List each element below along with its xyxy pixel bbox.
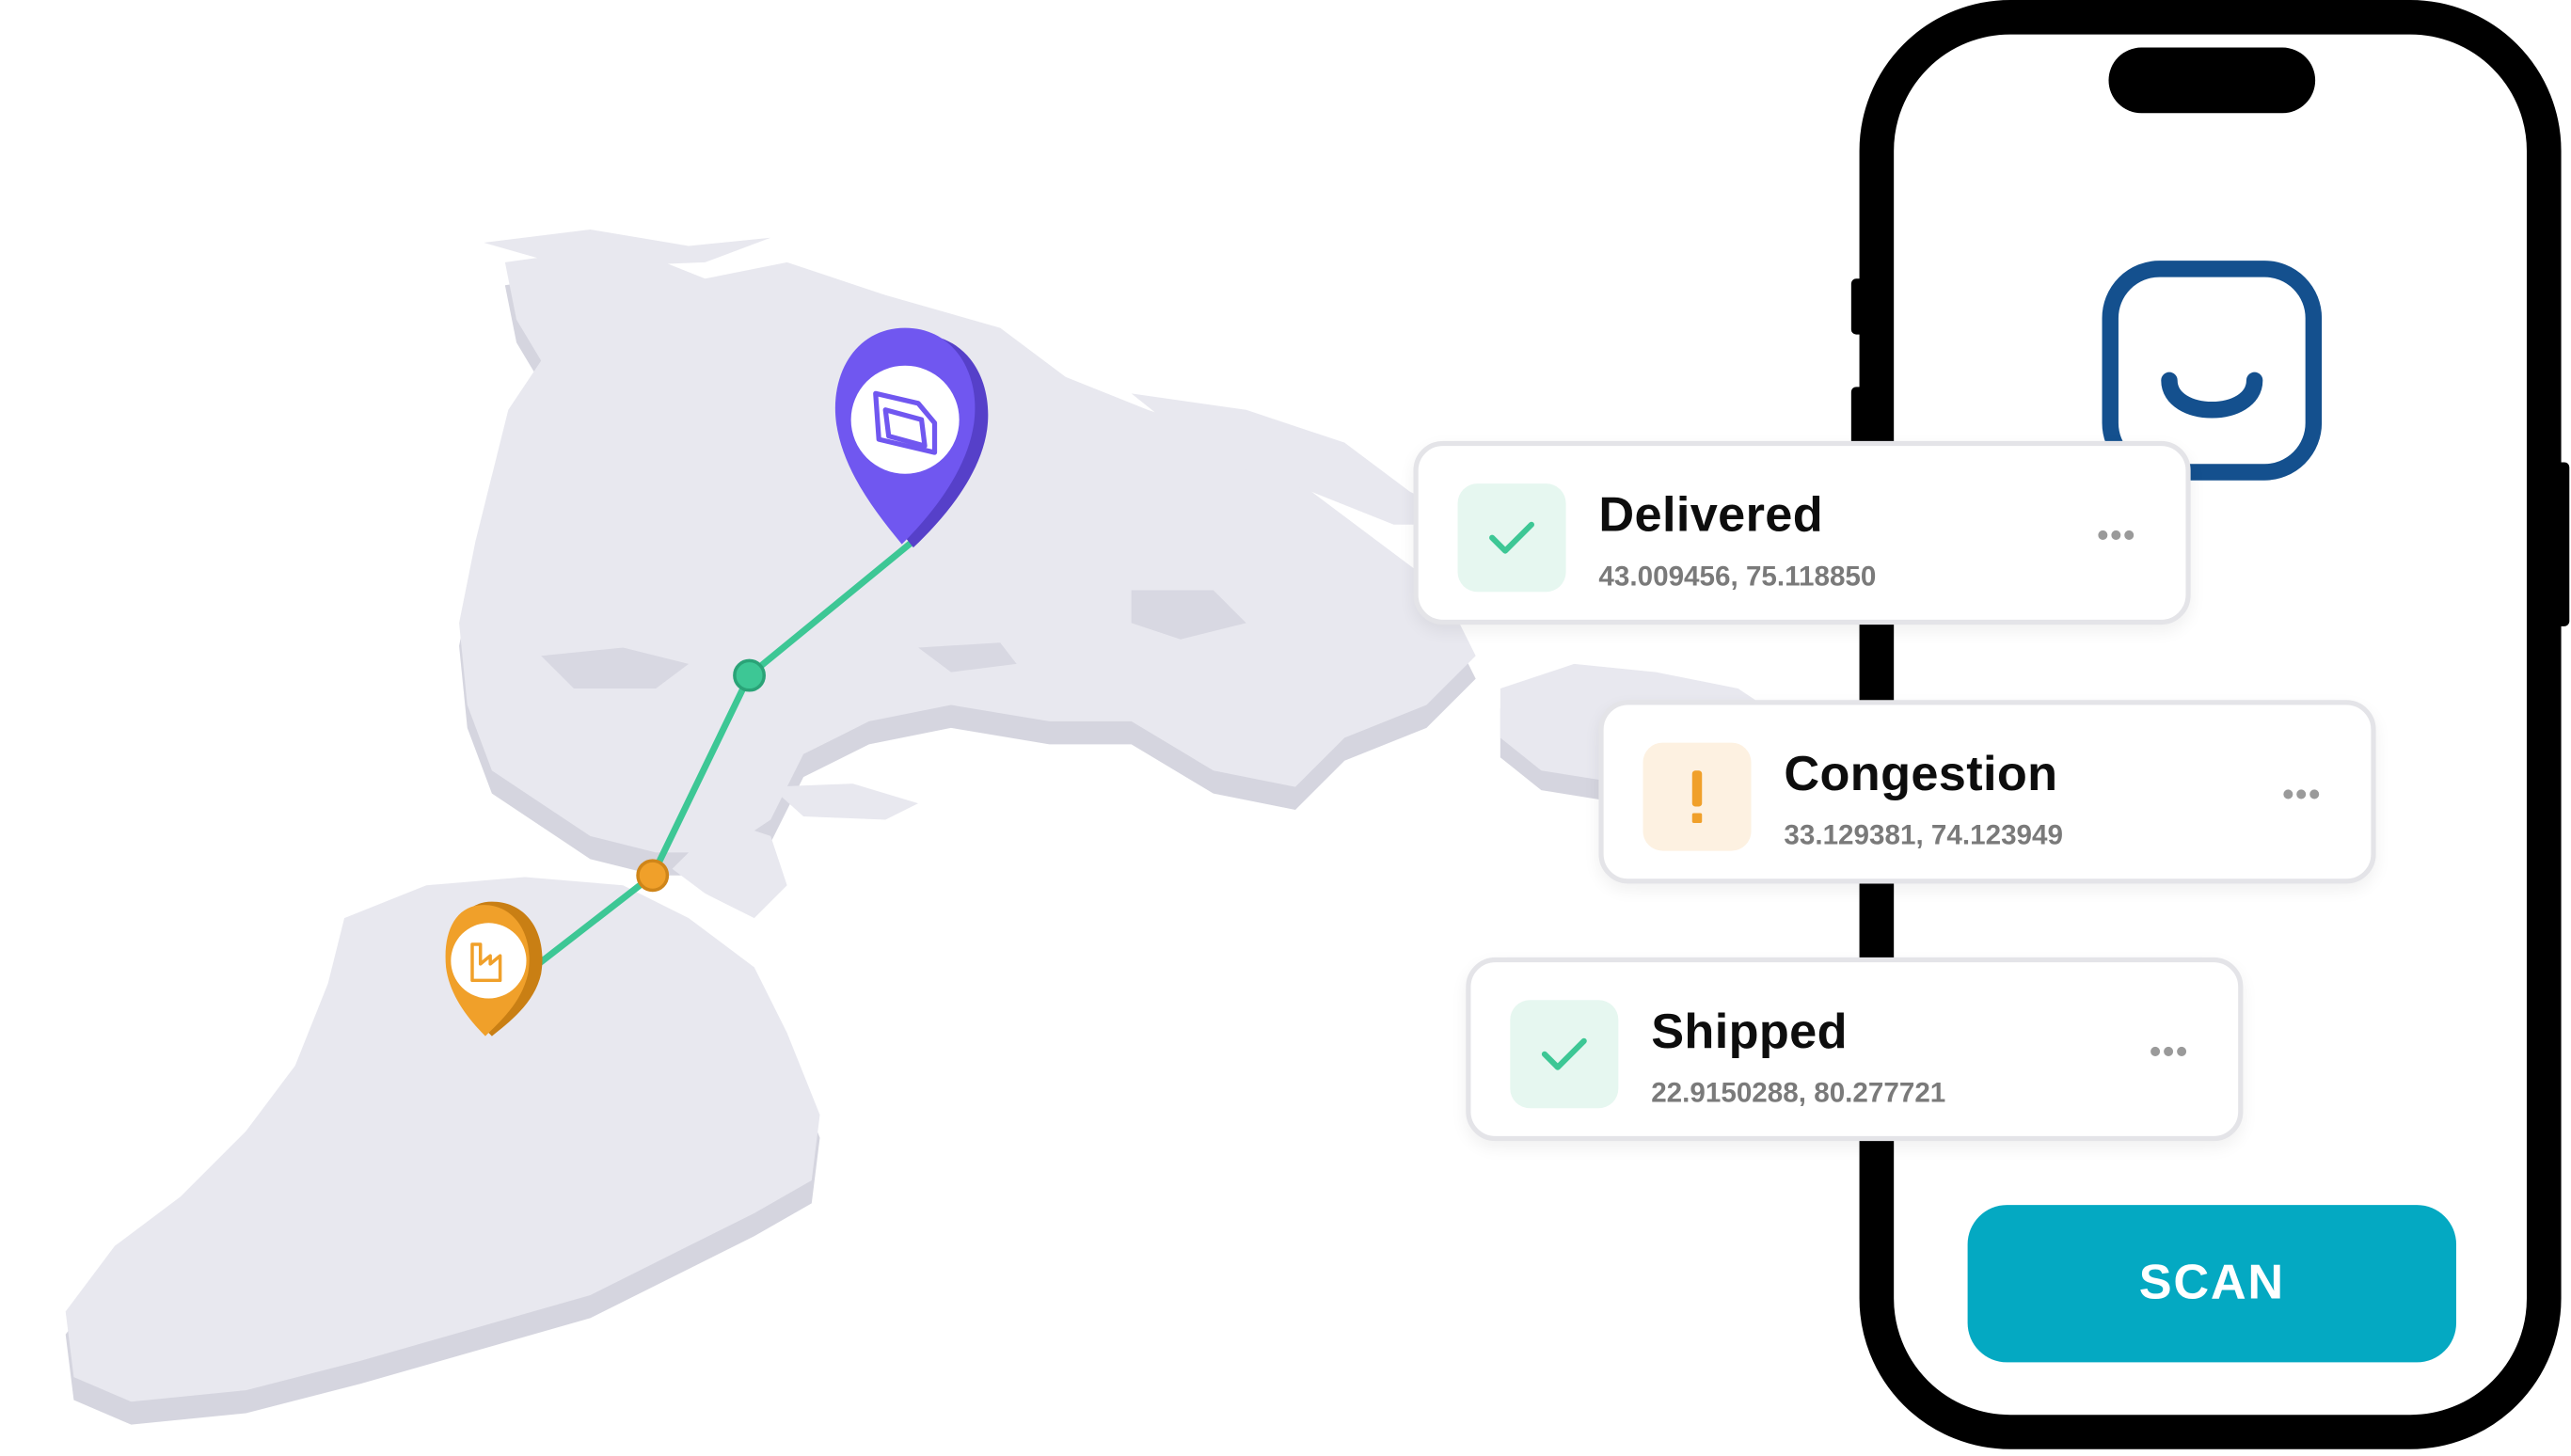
status-coordinates: 33.129381, 74.123949 [1784,819,2063,851]
factory-icon [470,942,502,983]
green-waypoint[interactable] [733,658,766,692]
shipment-route [488,537,917,1004]
status-title: Congestion [1784,747,2058,802]
check-icon [1510,1000,1619,1109]
orange-waypoint[interactable] [636,859,670,893]
phone-notch [2108,47,2316,114]
map-lakes [541,590,1246,689]
status-coordinates: 22.9150288, 80.277721 [1651,1077,1946,1109]
more-options-icon[interactable]: ••• [2282,777,2323,814]
warehouse-pin[interactable] [834,327,989,548]
more-options-icon[interactable]: ••• [2150,1034,2189,1071]
warehouse-icon [873,390,938,455]
status-coordinates: 43.009456, 75.118850 [1598,561,1877,593]
factory-pin[interactable] [445,901,543,1037]
status-card-congestion[interactable]: Congestion 33.129381, 74.123949 ••• [1598,700,2376,884]
smile-logo-icon [2102,261,2323,481]
status-card-delivered[interactable]: Delivered 43.009456, 75.118850 ••• [1413,440,2191,625]
check-icon [1457,483,1566,593]
status-title: Delivered [1598,488,1823,543]
status-card-shipped[interactable]: Shipped 22.9150288, 80.277721 ••• [1466,957,2244,1142]
exclamation-icon [1643,742,1752,851]
more-options-icon[interactable]: ••• [2097,517,2137,555]
map-land [65,229,1787,1402]
status-title: Shipped [1651,1005,1848,1059]
scan-button[interactable]: SCAN [1967,1205,2457,1363]
